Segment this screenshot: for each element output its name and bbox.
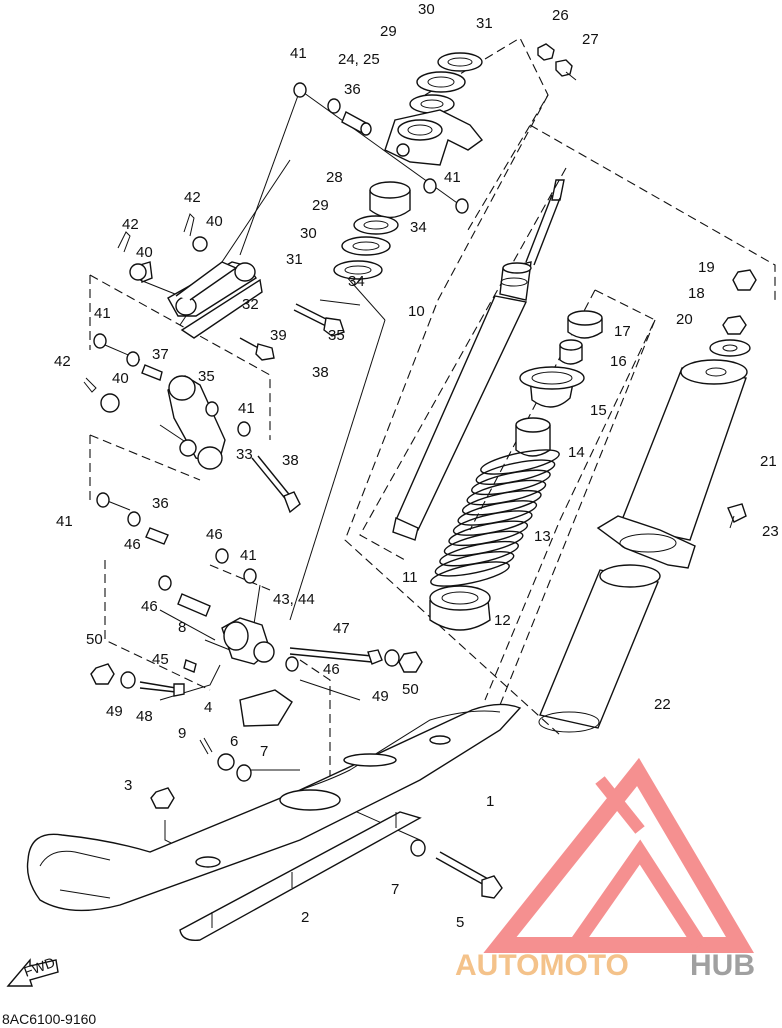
callout-label: 17 xyxy=(614,323,631,340)
callout-label: 41 xyxy=(290,45,307,62)
callout-label: 14 xyxy=(568,444,585,461)
callout-label: 21 xyxy=(760,453,777,470)
spring-coil xyxy=(434,551,515,577)
small-hardware-left xyxy=(83,213,257,617)
diagram-code: 8AC6100-9160 xyxy=(2,1011,96,1027)
callout-label: 48 xyxy=(136,708,153,725)
callout-label: 1 xyxy=(486,793,494,810)
callout-label: 30 xyxy=(300,225,317,242)
bushing-stack-28-31 xyxy=(333,181,411,280)
callout-label: 27 xyxy=(582,31,599,48)
callout-label: 49 xyxy=(372,688,389,705)
callout-label: 49 xyxy=(106,703,123,720)
callout-labels: 1234567789101112131415161718192021222324… xyxy=(54,1,779,931)
callout-label: 41 xyxy=(56,513,73,530)
callout-label: 5 xyxy=(456,914,464,931)
callout-label: 31 xyxy=(286,251,303,268)
callout-label: 41 xyxy=(240,547,257,564)
callout-label: 29 xyxy=(380,23,397,40)
callout-label: 50 xyxy=(402,681,419,698)
callout-label: 46 xyxy=(124,536,141,553)
callout-label: 50 xyxy=(86,631,103,648)
callout-label: 34 xyxy=(348,273,365,290)
callout-label: 38 xyxy=(312,364,329,381)
callout-label: 30 xyxy=(418,1,435,18)
callout-label: 32 xyxy=(242,296,259,313)
callout-label: 23 xyxy=(762,523,779,540)
callout-label: 42 xyxy=(184,189,201,206)
callout-label: 34 xyxy=(410,219,427,236)
callout-label: 26 xyxy=(552,7,569,24)
callout-label: 7 xyxy=(260,743,268,760)
callout-label: 42 xyxy=(122,216,139,233)
callout-label: 43, 44 xyxy=(273,591,315,608)
callout-label: 40 xyxy=(206,213,223,230)
coil-spring xyxy=(430,449,560,587)
bolts-38-39 xyxy=(239,303,345,514)
ski xyxy=(26,703,522,941)
callout-label: 33 xyxy=(236,446,253,463)
callout-label: 36 xyxy=(152,495,169,512)
ski-mount xyxy=(90,617,423,782)
watermark-text-part1: AUTOMOTO xyxy=(455,949,629,982)
callout-label: 22 xyxy=(654,696,671,713)
callout-label: 47 xyxy=(333,620,350,637)
callout-label: 7 xyxy=(391,881,399,898)
callout-label: 15 xyxy=(590,402,607,419)
callout-label: 39 xyxy=(270,327,287,344)
callout-label: 12 xyxy=(494,612,511,629)
watermark-text-part2: HUB xyxy=(690,949,755,982)
callout-label: 46 xyxy=(141,598,158,615)
linkage-arms xyxy=(100,236,263,470)
callout-label: 4 xyxy=(204,699,212,716)
callout-label: 41 xyxy=(238,400,255,417)
callout-label: 41 xyxy=(94,305,111,322)
callout-label: 11 xyxy=(402,569,418,586)
fwd-arrow-icon: FWD xyxy=(6,954,59,987)
callout-label: 45 xyxy=(152,651,169,668)
callout-label: 6 xyxy=(230,733,238,750)
callout-label: 46 xyxy=(323,661,340,678)
spring-assembly xyxy=(429,310,603,631)
upper-shock-bracket xyxy=(384,52,484,214)
callout-label: 42 xyxy=(54,353,71,370)
shock-cover xyxy=(538,269,757,733)
callout-label: 9 xyxy=(178,725,186,742)
callout-label: 18 xyxy=(688,285,705,302)
nut-and-bolt-26-27 xyxy=(537,43,577,81)
callout-label: 40 xyxy=(136,244,153,261)
callout-label: 38 xyxy=(282,452,299,469)
callout-label: 10 xyxy=(408,303,425,320)
callout-label: 8 xyxy=(178,619,186,636)
callout-label: 46 xyxy=(206,526,223,543)
callout-label: 35 xyxy=(198,368,215,385)
dashed-group-lines xyxy=(89,37,776,780)
watermark-logo xyxy=(483,757,755,953)
callout-label: 13 xyxy=(534,528,551,545)
spring-coil xyxy=(430,561,510,587)
callout-label: 40 xyxy=(112,370,129,387)
callout-label: 16 xyxy=(610,353,627,370)
callout-label: 36 xyxy=(344,81,361,98)
shock-absorber xyxy=(392,179,565,541)
callout-label: 29 xyxy=(312,197,329,214)
callout-label: 31 xyxy=(476,15,493,32)
top-collars xyxy=(293,82,372,136)
callout-label: 41 xyxy=(444,169,461,186)
watermark-text: AUTOMOTO HUB xyxy=(455,949,755,982)
callout-label: 19 xyxy=(698,259,715,276)
callout-label: 24, 25 xyxy=(338,51,380,68)
callout-label: 3 xyxy=(124,777,132,794)
callout-label: 2 xyxy=(301,909,309,926)
callout-label: 37 xyxy=(152,346,169,363)
callout-label: 28 xyxy=(326,169,343,186)
callout-label: 20 xyxy=(676,311,693,328)
callout-label: 35 xyxy=(328,327,345,344)
